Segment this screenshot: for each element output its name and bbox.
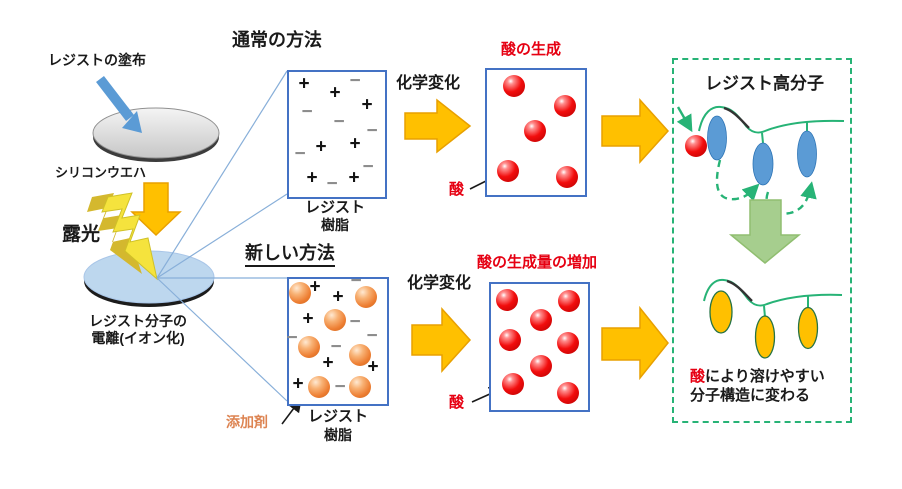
acid-increase-title: 酸の生成量の増加 — [477, 254, 598, 271]
normal-method-title: 通常の方法 — [232, 30, 322, 50]
result-arrow-bottom-icon — [601, 305, 669, 381]
acid-label-top: 酸 — [449, 181, 465, 198]
polymer-caption-line1: 酸により溶けやすい — [690, 368, 825, 386]
polymer-title: レジスト高分子 — [705, 74, 824, 93]
resin-box-new — [287, 277, 389, 406]
additive-label: 添加剤 — [226, 414, 268, 430]
caption-acid-highlight: 酸 — [690, 368, 706, 385]
silicon-wafer — [92, 107, 220, 162]
magnify-lines — [156, 70, 288, 402]
ionization-line1: レジスト分子の — [89, 313, 187, 329]
resin-label-normal-1: レジスト — [304, 199, 365, 216]
acid-generation-title: 酸の生成 — [501, 41, 562, 58]
reaction-label-top: 化学変化 — [396, 75, 461, 92]
coating-arrow-icon — [96, 75, 142, 133]
reaction-arrow-bottom-icon — [411, 307, 472, 373]
resin-label-normal-2: 樹脂 — [321, 217, 349, 233]
result-arrow-top-icon — [601, 98, 670, 164]
acid-box-normal — [485, 68, 587, 197]
exposure-label: 露光 — [62, 224, 101, 245]
process-down-arrow-icon — [130, 182, 182, 237]
resin-label-new-1: レジスト — [307, 408, 368, 425]
reaction-arrow-top-icon — [404, 98, 472, 154]
polymer-chain-top — [676, 105, 845, 215]
exposed-wafer — [83, 250, 215, 307]
new-method-title: 新しい方法 — [245, 243, 335, 268]
polymer-chain-bottom — [703, 278, 843, 359]
caption-line1-rest: により溶けやすい — [705, 368, 825, 385]
lightning-bolt-icon — [87, 192, 158, 281]
resin-box-normal — [287, 70, 387, 199]
reaction-label-bottom: 化学変化 — [407, 275, 472, 292]
transform-down-arrow-icon — [728, 199, 802, 264]
ionization-line2: 電離(イオン化) — [91, 329, 185, 346]
acid-box-new — [489, 282, 590, 412]
acid-label-bottom: 酸 — [449, 394, 465, 411]
coating-label: レジストの塗布 — [48, 52, 146, 68]
ionization-label: レジスト分子の 電離(イオン化) — [78, 313, 198, 346]
polymer-caption-line2: 分子構造に変わる — [690, 387, 811, 404]
wafer-label: シリコンウエハ — [55, 165, 147, 180]
resin-label-new-2: 樹脂 — [324, 427, 352, 443]
